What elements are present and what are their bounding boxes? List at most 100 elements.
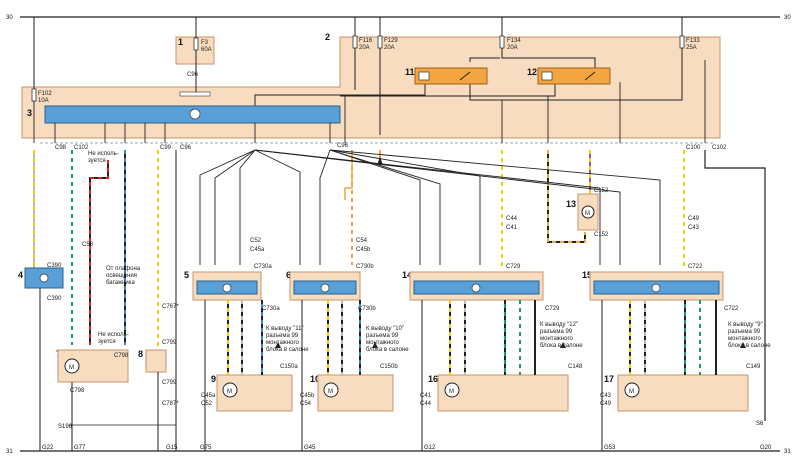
svg-text:F134: F134	[507, 38, 521, 44]
fuse-feeds	[33, 17, 683, 135]
colored-wires	[33, 150, 766, 451]
connector-c152-bottom: C152	[594, 232, 609, 238]
ground-g20: G20	[760, 445, 772, 451]
connector-c148: C148	[568, 364, 583, 370]
component-4: C390 C390	[24, 263, 64, 451]
arrow-up-icon	[740, 342, 746, 348]
connector-c730b: C730b	[356, 264, 374, 270]
connector-c52: C52	[250, 238, 262, 244]
connector-c799-b: C799	[162, 380, 177, 386]
connector-c730b-b: C730b	[358, 306, 376, 312]
ground-g22: G22	[42, 445, 54, 451]
svg-text:F102: F102	[38, 91, 52, 97]
connector-c45b: C45b	[356, 247, 371, 253]
connector-c150a: C150a	[280, 364, 298, 370]
connector-c44: C44	[506, 216, 518, 222]
mounting-block-connectors: C98 C102 C99 C96 C96 C100 C102 Не исполь…	[40, 142, 727, 164]
connector-c390-bottom: C390	[47, 296, 62, 302]
connector-c96-top: C96	[187, 72, 199, 78]
motor-17-icon	[624, 382, 640, 398]
relay-11	[414, 67, 488, 85]
ground-g45: G45	[304, 445, 316, 451]
arrow-up-icon	[377, 157, 383, 165]
door-wires-front	[204, 300, 361, 451]
relay-12-contact-icon	[584, 71, 596, 81]
connector-c41: C41	[506, 225, 518, 231]
connector-c722: C722	[688, 264, 703, 270]
motor-unit-10: M C45b C54 C150b	[300, 364, 398, 412]
door-module-5-chip-icon	[222, 283, 232, 293]
note-not-used-1: Не исполь-зуется	[88, 151, 119, 164]
svg-text:60A: 60A	[201, 47, 212, 53]
connector-c98: C98	[55, 145, 67, 151]
relay-12	[537, 67, 611, 85]
component-numbers: 1 2 3 4 5 6 7 8 9 10 11 12 13 14 15 16 1…	[18, 32, 614, 384]
component-label-9: 9	[211, 374, 216, 384]
component-label-11: 11	[405, 67, 415, 77]
connector-c787: C787*	[162, 401, 179, 407]
connector-c102-left: C102	[74, 145, 89, 151]
door-module-14: C44 C41 C729 C729 К выводу "12"разъема 9…	[409, 216, 583, 349]
relay-11-coil-icon	[418, 71, 430, 81]
relay-12-body	[537, 67, 611, 85]
connector-c390-top: C390	[47, 263, 62, 269]
svg-text:M: M	[585, 211, 590, 217]
door-module-6-chip-icon	[320, 283, 330, 293]
connector-c730a: C730a	[254, 264, 272, 270]
door-module-15-chip-icon	[651, 283, 661, 293]
connector-c102-right: C102	[712, 145, 727, 151]
arrow-up-icon	[275, 342, 281, 348]
component-8: C767* C799 C799 C787*	[145, 304, 179, 451]
module-3-chip-icon	[189, 108, 201, 120]
motor-unit-17: M C43 C49 C149	[600, 364, 761, 412]
connector-c99: C99	[160, 145, 172, 151]
splice-s6: S6	[756, 421, 764, 427]
connector-c729: C729	[506, 264, 521, 270]
connector-c100: C100	[686, 145, 701, 151]
component-label-14: 14	[402, 270, 412, 280]
component-label-8: 8	[138, 349, 143, 359]
relay-11-body	[414, 67, 488, 85]
internal-wires	[33, 60, 706, 143]
component-label-6: 6	[286, 270, 291, 280]
component-label-15: 15	[582, 270, 592, 280]
rail-label-bottom-left: 31	[6, 449, 13, 455]
svg-text:M: M	[449, 389, 454, 395]
component-label-10: 10	[310, 374, 320, 384]
ground-labels: G22 G77 G15 G75 G45 G12 G53 G20 S196 S6	[42, 421, 772, 451]
module-3	[44, 91, 341, 124]
connector-c52-lower: C52	[201, 401, 213, 407]
connector-c149: C149	[746, 364, 761, 370]
ground-g15: G15	[166, 445, 178, 451]
connector-c41-lower: C41	[420, 393, 432, 399]
svg-text:F3: F3	[201, 40, 209, 46]
svg-text:F133: F133	[686, 38, 700, 44]
rail-label-top-left: 30	[6, 15, 13, 21]
salon-arrows	[275, 157, 746, 348]
svg-text:10A: 10A	[38, 98, 49, 104]
component-8-body	[145, 349, 167, 373]
connector-c96-right: C96	[337, 143, 349, 149]
component-label-5: 5	[184, 270, 189, 280]
svg-text:M: M	[629, 389, 634, 395]
ground-rail-31: 31 31	[6, 449, 791, 455]
connector-c767: C767*	[162, 304, 179, 310]
motor-7-icon	[64, 358, 80, 374]
svg-text:F129: F129	[384, 38, 398, 44]
connector-c45a: C45a	[250, 247, 265, 253]
connector-c798: C798	[70, 388, 85, 394]
signal-wires	[199, 149, 661, 265]
component-7: M C798 Не исполь-зуется C798	[57, 332, 129, 451]
power-rail-30: 30 30	[6, 15, 791, 21]
connector-c729-b: C729	[545, 306, 560, 312]
connector-c96-mid: C96	[180, 145, 192, 151]
svg-text:20A: 20A	[384, 45, 395, 51]
relay-12-coil-icon	[541, 71, 553, 81]
motor-13: M C152 C152	[577, 188, 609, 238]
motor-9-icon	[222, 382, 238, 398]
motor-unit-9: M C45a C52 C150a	[201, 364, 298, 412]
component-label-1: 1	[178, 37, 183, 47]
